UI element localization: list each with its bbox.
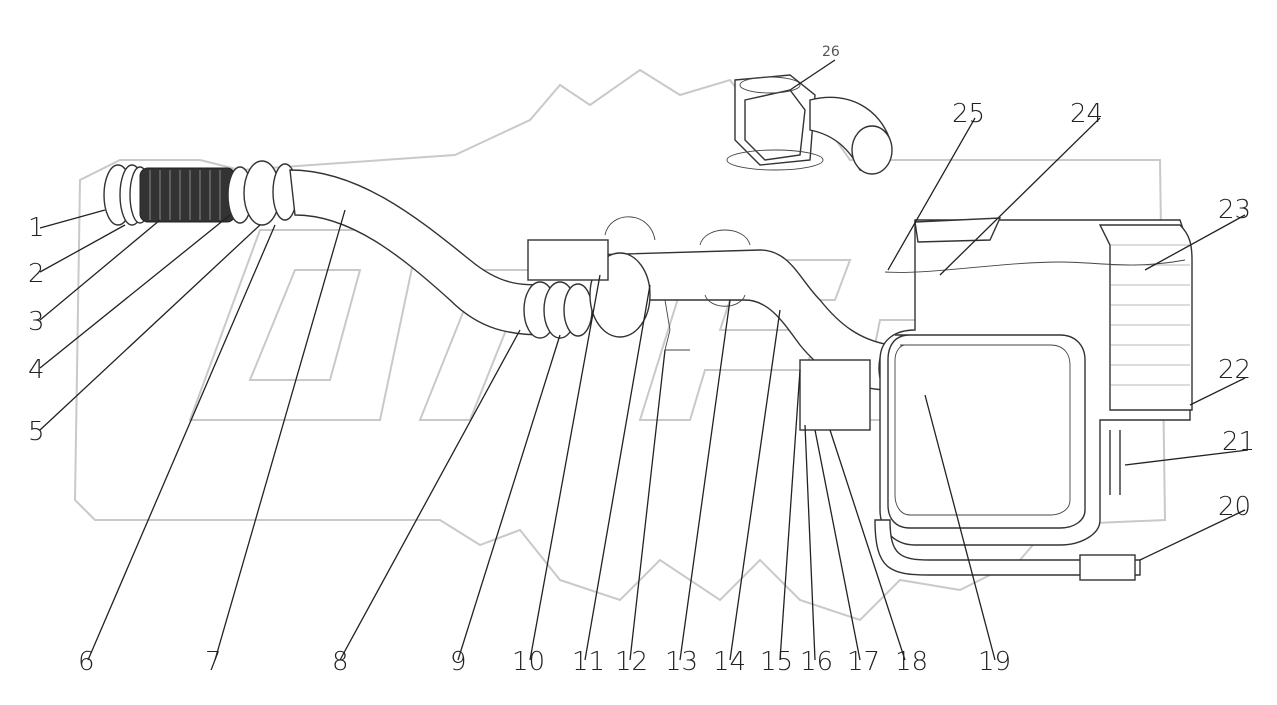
intake-pipe-assembly — [103, 160, 950, 431]
label-15: 15 — [760, 647, 793, 677]
air-cleaner-assembly — [874, 217, 1193, 581]
label-8: 8 — [332, 647, 349, 677]
label-9: 9 — [450, 647, 467, 677]
label-10: 10 — [512, 647, 545, 677]
label-24: 24 — [1070, 99, 1103, 129]
label-26: 26 — [822, 44, 840, 60]
label-1: 1 — [28, 213, 45, 243]
part-26-assembly — [726, 74, 893, 175]
label-11: 11 — [572, 647, 605, 677]
label-17: 17 — [847, 647, 880, 677]
label-3: 3 — [28, 307, 45, 337]
label-2: 2 — [28, 259, 45, 289]
label-25: 25 — [952, 99, 985, 129]
label-18: 18 — [895, 647, 928, 677]
leader-lines — [39, 59, 1249, 661]
label-7: 7 — [205, 647, 222, 677]
callout-labels: 1 2 3 4 5 6 7 8 9 10 11 12 13 14 15 16 1… — [28, 44, 1255, 677]
label-12: 12 — [615, 647, 648, 677]
label-6: 6 — [78, 647, 95, 677]
label-16: 16 — [800, 647, 833, 677]
label-5: 5 — [28, 417, 45, 447]
label-4: 4 — [28, 355, 45, 385]
label-13: 13 — [665, 647, 698, 677]
label-19: 19 — [978, 647, 1011, 677]
label-21: 21 — [1222, 427, 1255, 457]
label-23: 23 — [1218, 195, 1251, 225]
label-22: 22 — [1218, 355, 1251, 385]
label-20: 20 — [1218, 492, 1251, 522]
label-14: 14 — [713, 647, 746, 677]
